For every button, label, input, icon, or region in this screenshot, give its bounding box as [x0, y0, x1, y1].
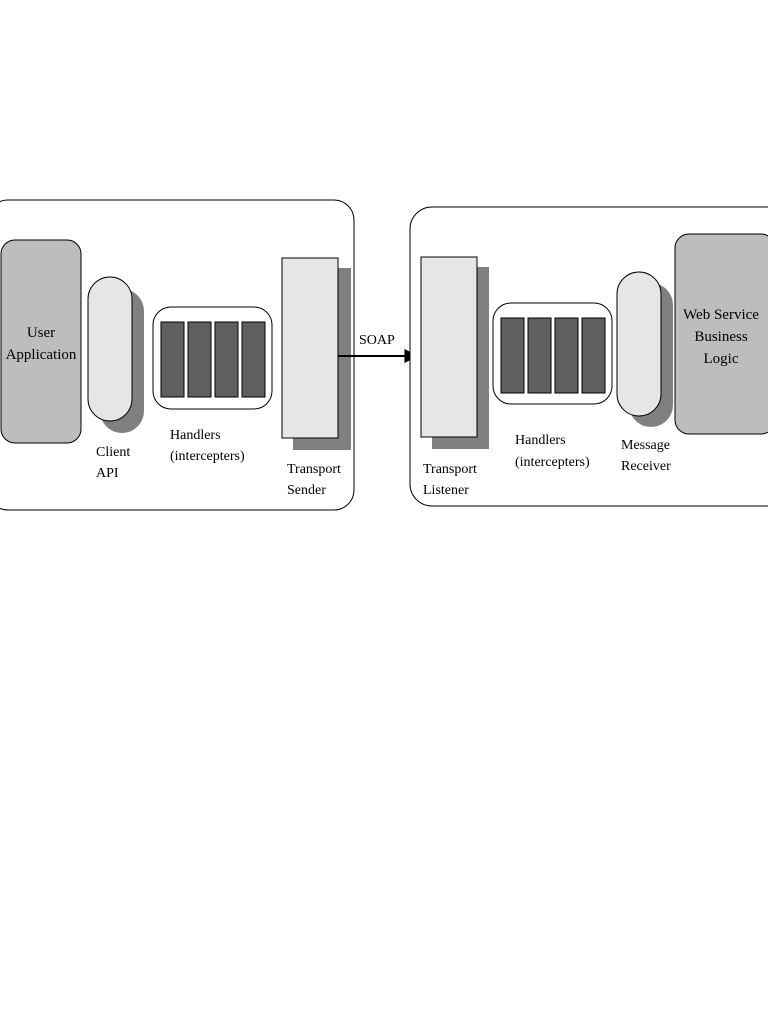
business-logic-label-line2: Business [694, 329, 748, 345]
client-handlers-label-line1: Handlers [170, 428, 221, 443]
transport-sender-box [281, 257, 339, 439]
user-application-label-line1: User [27, 325, 55, 341]
transport-sender-label-line2: Sender [287, 483, 326, 498]
client-api-label-line2: API [96, 466, 119, 481]
client-handler-1 [160, 321, 185, 398]
server-handler-4 [581, 317, 606, 394]
client-api-label-line1: Client [96, 445, 130, 460]
client-side-group: User Application Client API Handlers (in… [0, 199, 355, 511]
client-handler-4 [241, 321, 266, 398]
business-logic-box [674, 233, 768, 435]
server-handlers-label-line2: (intercepters) [515, 455, 590, 470]
transport-listener-label-line1: Transport [423, 462, 477, 477]
soap-connection: SOAP [338, 333, 419, 363]
transport-listener-box [420, 256, 478, 438]
transport-listener-label-line2: Listener [423, 483, 469, 498]
server-handler-3 [554, 317, 579, 394]
business-logic-label-line3: Logic [704, 351, 739, 367]
business-logic-label-line1: Web Service [683, 307, 759, 323]
server-handler-2 [527, 317, 552, 394]
soap-label: SOAP [359, 333, 395, 348]
server-side-group: Transport Listener Handlers (intercepter… [409, 206, 768, 507]
transport-sender-label-line1: Transport [287, 462, 341, 477]
client-api-box [87, 276, 133, 422]
client-handler-2 [187, 321, 212, 398]
message-receiver-label-line1: Message [621, 438, 670, 453]
server-handler-1 [500, 317, 525, 394]
message-receiver-label-line2: Receiver [621, 459, 671, 474]
server-handlers-label-line1: Handlers [515, 433, 566, 448]
user-application-box [0, 239, 82, 444]
client-handlers-label-line2: (intercepters) [170, 449, 245, 464]
message-receiver-box [616, 271, 662, 417]
user-application-label-line2: Application [6, 347, 77, 363]
client-handler-3 [214, 321, 239, 398]
